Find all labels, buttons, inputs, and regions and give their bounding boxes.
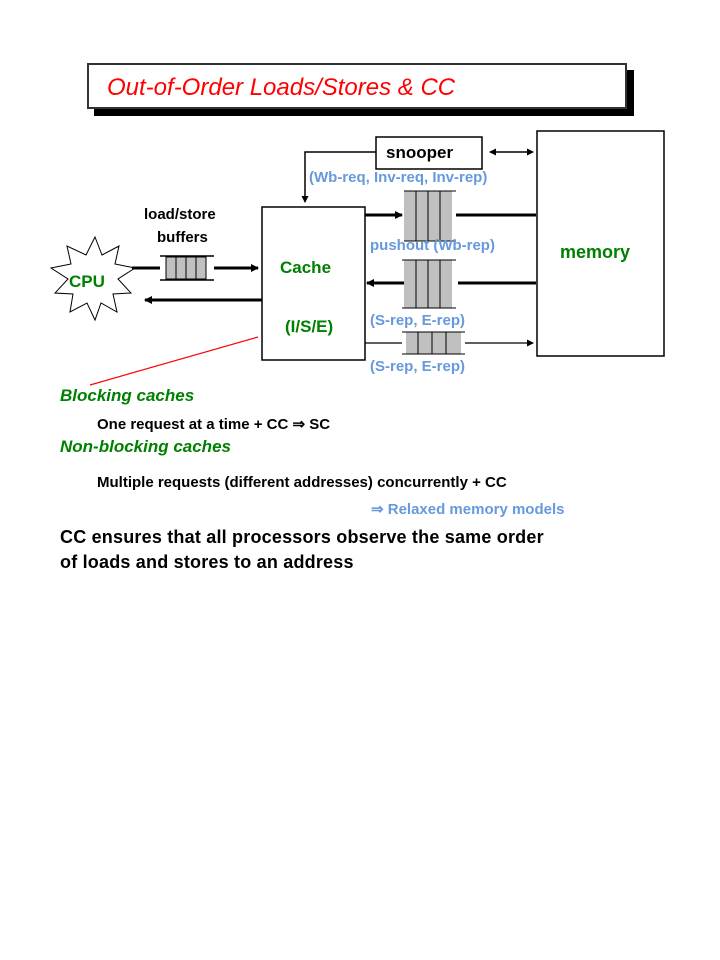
conclusion-line1: CC ensures that all processors observe t…	[60, 527, 544, 547]
snooper-box	[375, 136, 483, 170]
cpu-label: CPU	[69, 272, 105, 291]
page-title: Out-of-Order Loads/Stores & CC	[107, 74, 456, 101]
cache-label: Cache	[280, 258, 332, 277]
snooper-label: snooper	[386, 143, 454, 162]
buffers-label-line2: buffers	[157, 229, 208, 246]
queue-label-low: (S-rep, E-rep)	[370, 312, 466, 329]
blocking-heading: Blocking caches	[60, 386, 195, 405]
incoming-queue	[366, 259, 536, 309]
queue-label-bottom: (S-rep, E-rep)	[370, 358, 466, 375]
queue-label-mid: pushout (Wb-rep)	[370, 237, 495, 254]
nonblocking-text: Multiple requests (different addresses) …	[97, 474, 507, 491]
cpu-starburst	[49, 235, 137, 322]
queue-label-top: (Wb-req, Inv-req, Inv-rep)	[309, 169, 488, 186]
memory-box	[536, 130, 665, 357]
red-pointer-line	[89, 336, 259, 386]
conclusion-line2: of loads and stores to an address	[60, 552, 354, 572]
title-box	[87, 63, 627, 109]
blocking-text: One request at a time + CC ⇒ SC	[97, 416, 331, 433]
relaxed-models-text: ⇒ Relaxed memory models	[371, 501, 565, 518]
cache-box	[261, 206, 366, 361]
buffers-label-line1: load/store	[144, 206, 216, 223]
outgoing-queue	[365, 190, 536, 242]
cache-states-label: (I/S/E)	[285, 317, 334, 336]
nonblocking-heading: Non-blocking caches	[60, 437, 231, 456]
snooper-to-cache-arrow	[301, 151, 376, 203]
memory-label: memory	[560, 242, 631, 262]
reply-queue	[365, 331, 534, 355]
load-store-buffer-queue	[160, 255, 214, 281]
